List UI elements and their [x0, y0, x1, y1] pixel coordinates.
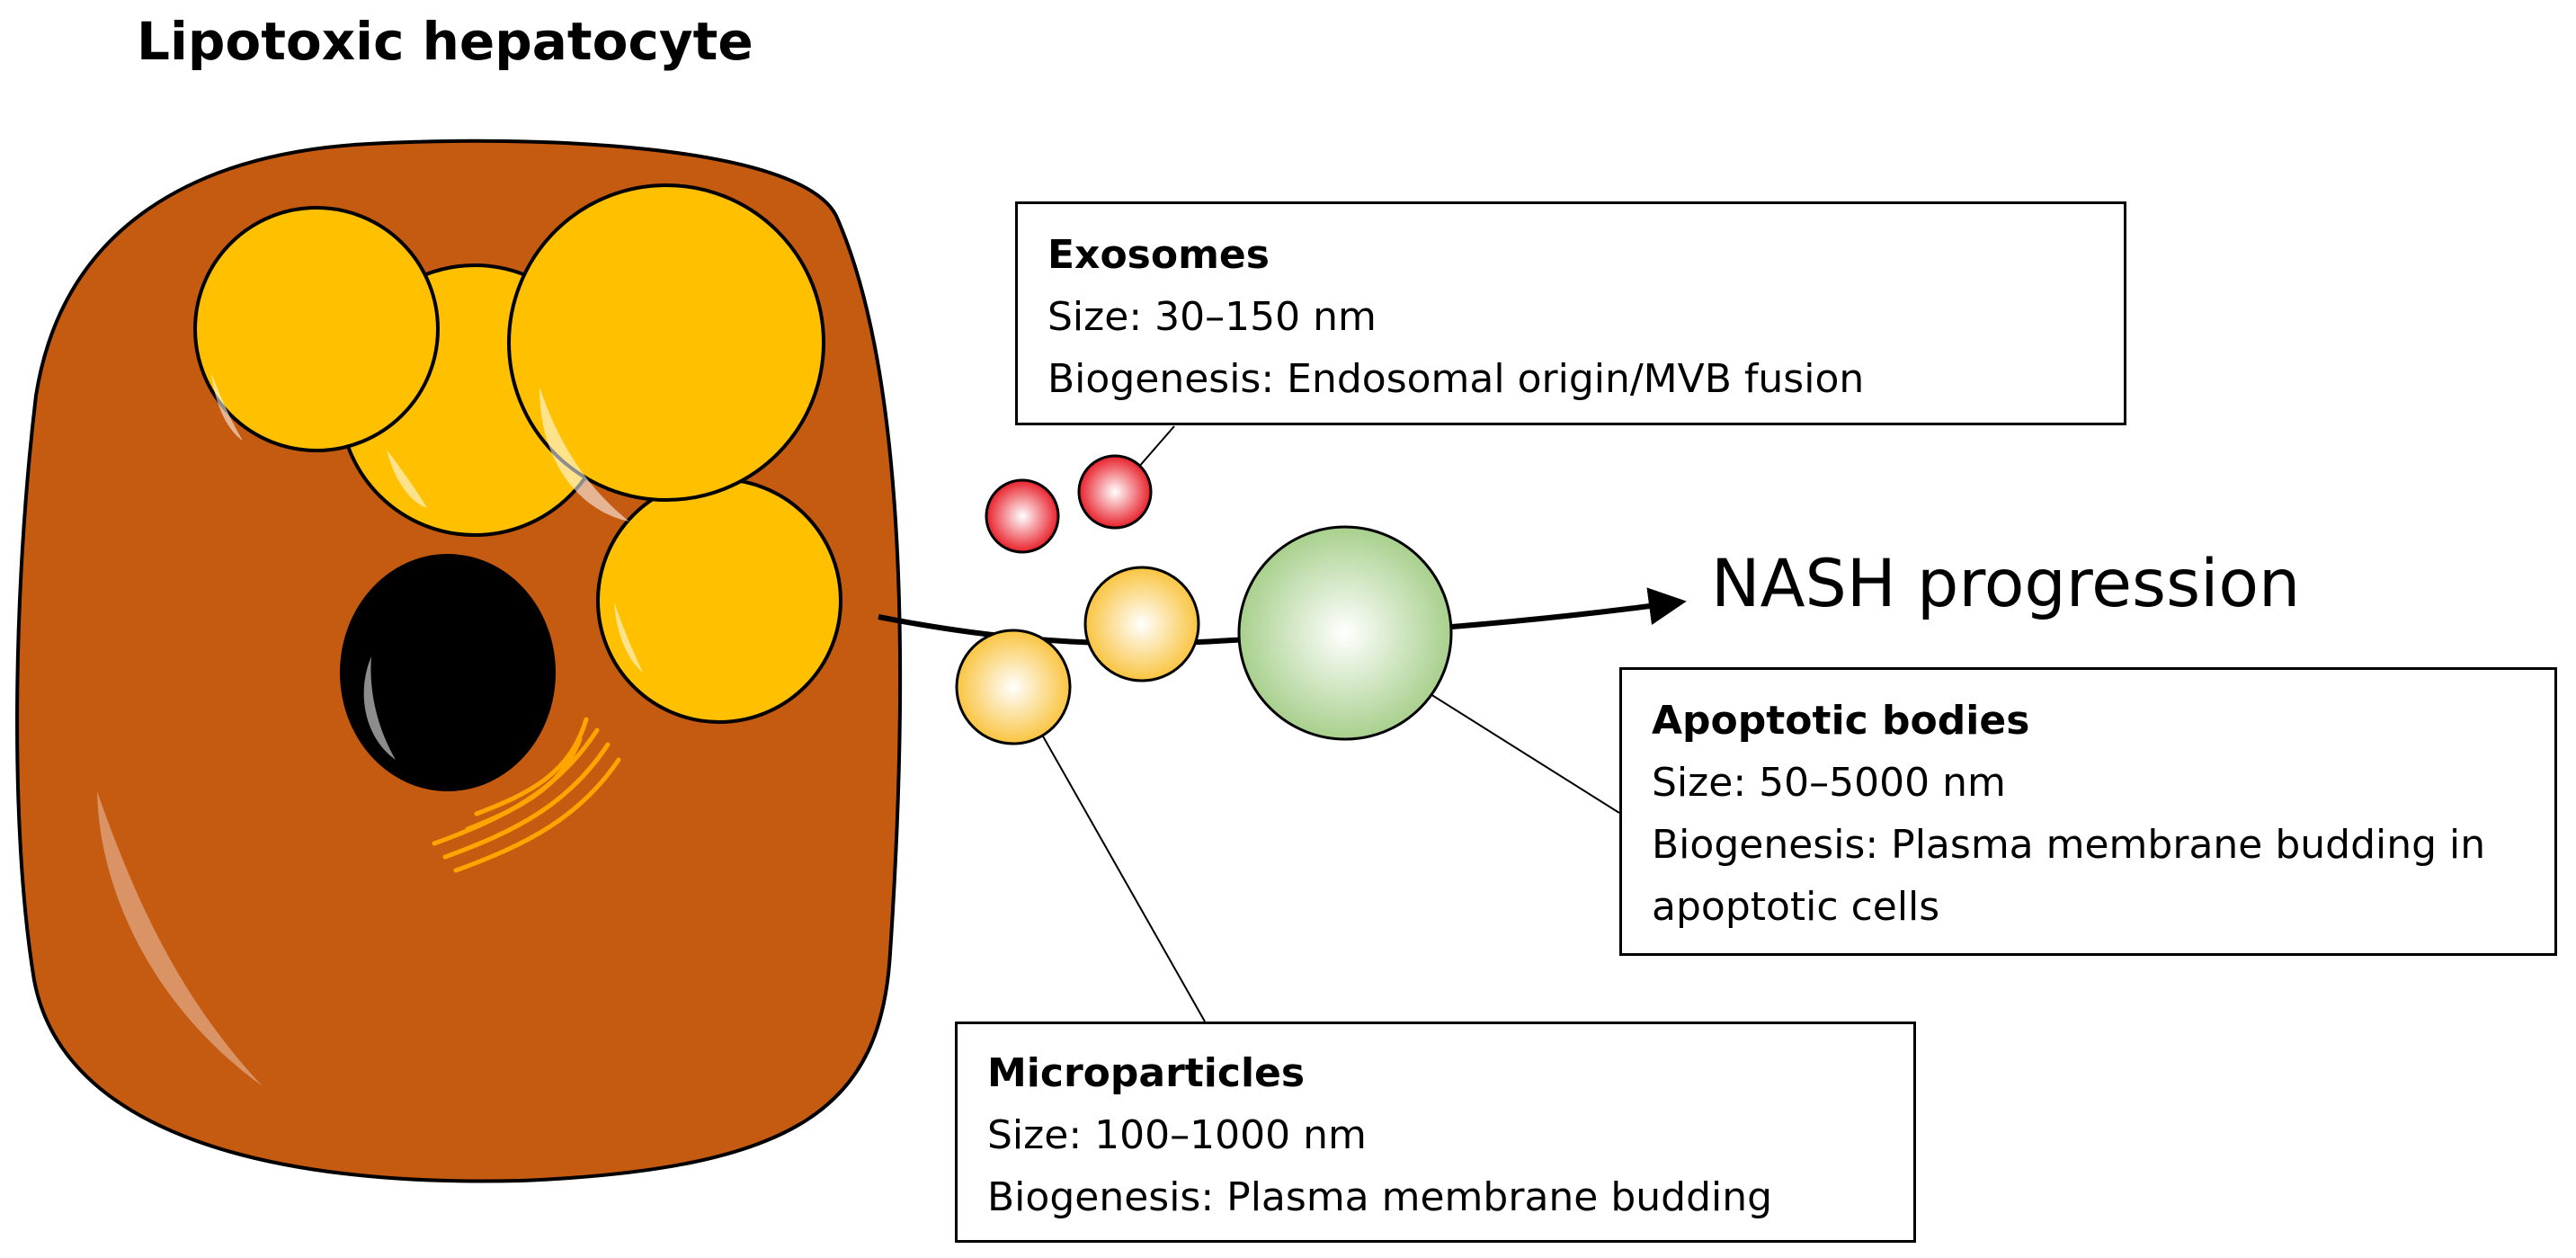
microparticles-info-box: Microparticles Size: 100–1000 nm Biogene… — [955, 1022, 1916, 1243]
nucleus-highlight — [363, 656, 396, 760]
diagram-title: Lipotoxic hepatocyte — [137, 11, 753, 72]
exosome-vesicle — [1077, 454, 1153, 530]
apoptotic-bodies-biogenesis: Biogenesis: Plasma membrane budding in a… — [1652, 822, 2486, 930]
lipid-droplets — [193, 183, 842, 724]
exosomes-biogenesis: Biogenesis: Endosomal origin/MVB fusion — [1047, 356, 1865, 402]
droplet-highlight — [387, 450, 427, 508]
exosomes-size: Size: 30–150 nm — [1047, 294, 1377, 340]
exosomes-title: Exosomes — [1047, 232, 1270, 278]
nash-progression-label: NASH progression — [1711, 546, 2301, 622]
apoptotic-bodies-title: Apoptotic bodies — [1652, 698, 2030, 744]
droplet-highlight — [539, 387, 629, 522]
microparticles-size: Size: 100–1000 nm — [987, 1112, 1367, 1158]
microparticle-vesicle — [1083, 566, 1200, 683]
apoptotic-bodies-size: Size: 50–5000 nm — [1652, 760, 2006, 806]
exosomes-info-box: Exosomes Size: 30–150 nm Biogenesis: End… — [1015, 201, 2126, 425]
lipid-droplet — [507, 183, 825, 502]
apoptotic-body-vesicle — [1237, 525, 1453, 741]
lipid-droplet — [193, 206, 440, 452]
microparticles-title: Microparticles — [987, 1050, 1306, 1096]
microparticle-vesicle — [955, 629, 1072, 745]
microparticle-leader-line — [1015, 688, 1206, 1022]
golgi-apparatus — [432, 717, 621, 873]
lipid-droplet — [596, 477, 842, 724]
microparticles-biogenesis: Biogenesis: Plasma membrane budding — [987, 1174, 1773, 1220]
apoptotic-bodies-info-box: Apoptotic bodies Size: 50–5000 nm Biogen… — [1619, 667, 2557, 956]
exosome-vesicle — [985, 478, 1060, 554]
nucleus — [340, 554, 556, 791]
